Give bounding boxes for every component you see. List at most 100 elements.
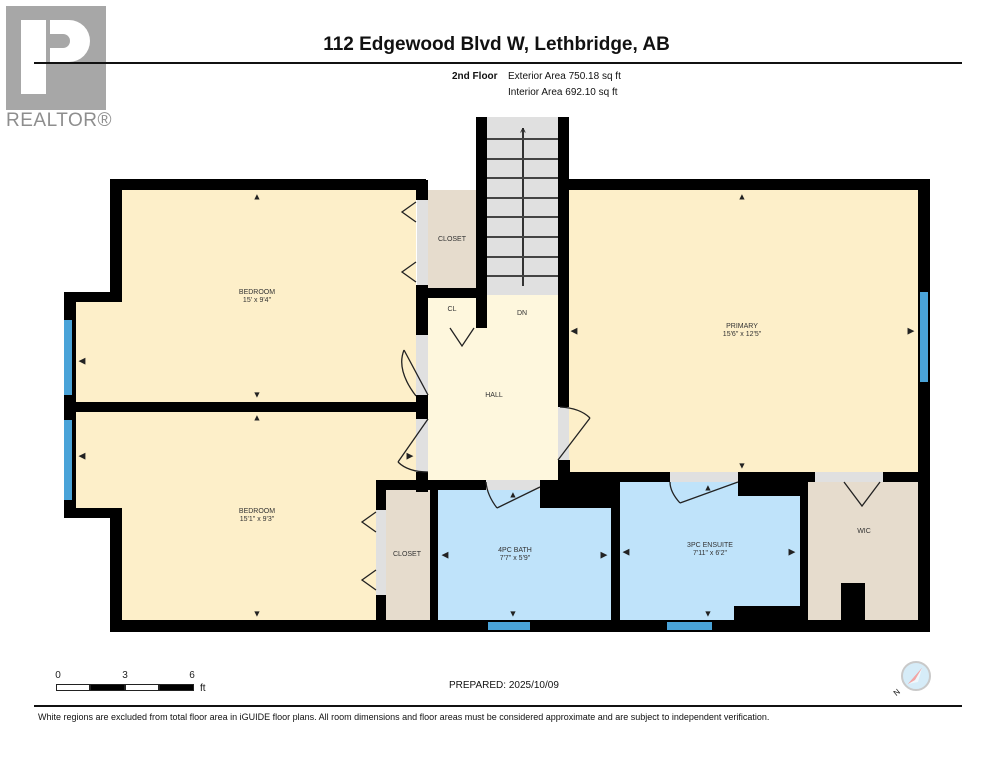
room-dims: 7'11" x 6'2"	[693, 550, 727, 557]
wall	[416, 285, 428, 335]
room-label-primary: PRIMARY 15'6" x 12'5"	[723, 323, 761, 339]
wall	[558, 179, 930, 190]
stair-line	[522, 128, 524, 286]
room-primary	[568, 190, 918, 472]
room-bedroom-1	[122, 190, 416, 402]
room-name: BEDROOM	[238, 289, 276, 296]
wall	[476, 117, 487, 295]
dim-arrow: ▶	[788, 546, 796, 557]
stair-tread	[487, 158, 558, 160]
window	[64, 320, 72, 395]
wall	[416, 180, 428, 200]
room-label-bedroom-1: BEDROOM 15' x 9'4"	[239, 289, 275, 305]
dim-arrow: ▶	[406, 450, 414, 461]
stair-tread	[487, 177, 558, 179]
stair-tread	[487, 275, 558, 277]
stairs-label: DN	[516, 310, 528, 317]
scale-bar-seg	[56, 684, 90, 691]
room-dims: 7'7" x 5'9"	[499, 555, 531, 562]
window	[64, 420, 72, 500]
scale-tick: 0	[55, 670, 61, 681]
interior-area: Interior Area 692.10 sq ft	[508, 87, 618, 98]
stair-tread	[487, 197, 558, 199]
wall	[416, 395, 428, 419]
wall	[841, 583, 865, 623]
door-swings	[360, 201, 881, 591]
dim-arrow: ▲	[252, 412, 262, 423]
dim-arrow: ▼	[252, 608, 262, 619]
page-title: 112 Edgewood Blvd W, Lethbridge, AB	[323, 34, 670, 55]
dim-arrow: ▼	[252, 389, 262, 400]
closet-1-door	[417, 200, 428, 285]
dim-arrow: ◀	[441, 549, 449, 560]
exterior-area: Exterior Area 750.18 sq ft	[508, 71, 621, 82]
wall	[416, 288, 487, 298]
realtor-logo	[6, 6, 106, 110]
room-name: 3PC ENSUITE	[687, 542, 733, 549]
room-bedroom-1-ext	[76, 302, 126, 402]
door-hall-primary	[558, 407, 569, 460]
room-label-bedroom-2: BEDROOM 15'1" x 9'3"	[239, 508, 275, 524]
disclaimer: White regions are excluded from total fl…	[38, 712, 770, 722]
room-name: 4PC BATH	[498, 547, 532, 554]
room-dims: 15'6" x 12'5"	[722, 331, 762, 338]
dim-arrow: ▼	[703, 608, 713, 619]
dim-arrow: ◀	[622, 546, 630, 557]
room-label-bath: 4PC BATH 7'7" x 5'9"	[498, 547, 532, 563]
room-label-cl: CL	[447, 306, 457, 313]
dim-arrow: ▶	[600, 549, 608, 560]
wall	[64, 508, 122, 518]
title-divider	[34, 62, 962, 64]
wall	[64, 292, 122, 302]
prepared-date: PREPARED: 2025/10/09	[449, 680, 559, 691]
room-dims: 15'1" x 9'3"	[239, 516, 275, 523]
floor-plan: ^	[64, 117, 930, 632]
room-label-hall: HALL	[485, 392, 503, 399]
room-name: BEDROOM	[238, 508, 276, 515]
dim-arrow: ▲	[252, 191, 262, 202]
wall	[430, 480, 438, 625]
floor-label: 2nd Floor	[452, 71, 498, 82]
footer-divider	[34, 705, 962, 707]
dim-arrow: ◀	[570, 325, 578, 336]
room-closet-1	[428, 190, 477, 288]
logo-text: REALTOR®	[6, 110, 112, 131]
wall	[800, 472, 808, 627]
door-hall-bedroom-1	[416, 335, 428, 395]
scale-tick: 6	[189, 670, 195, 681]
room-bedroom-2-lower	[122, 505, 376, 620]
scale-unit: ft	[200, 683, 206, 694]
scale-tick: 3	[122, 670, 128, 681]
dim-arrow: ▼	[508, 608, 518, 619]
room-hall	[428, 295, 558, 480]
room-name: PRIMARY	[726, 323, 758, 330]
dim-arrow: ▲	[737, 191, 747, 202]
room-label-closet-2: CLOSET	[392, 551, 422, 558]
dim-arrow: ◀	[78, 450, 86, 461]
room-dims: 15' x 9'4"	[242, 297, 272, 304]
scale-bar-seg	[125, 684, 159, 691]
window	[488, 622, 530, 630]
room-label-ensuite: 3PC ENSUITE 7'11" x 6'2"	[687, 542, 733, 558]
wall	[558, 472, 918, 482]
wall	[738, 482, 800, 496]
wall	[64, 402, 428, 412]
stair-up-arrow: ^	[520, 125, 526, 140]
wall	[110, 179, 122, 302]
room-label-closet-1: CLOSET	[437, 236, 467, 243]
room-label-wic: WIC	[857, 528, 871, 535]
door-ensuite	[670, 472, 738, 482]
wall	[376, 595, 386, 625]
dim-arrow: ▲	[703, 482, 713, 493]
scale-bar-seg	[159, 684, 194, 691]
wall	[376, 480, 386, 510]
dim-arrow: ▲	[508, 489, 518, 500]
wall	[611, 480, 620, 625]
stair-tread	[487, 138, 558, 140]
room-3pc-ensuite	[620, 482, 800, 620]
room-bedroom-2	[76, 412, 416, 510]
stair-tread	[487, 236, 558, 238]
wall	[110, 508, 122, 632]
wall	[734, 606, 800, 622]
wall	[558, 117, 569, 407]
